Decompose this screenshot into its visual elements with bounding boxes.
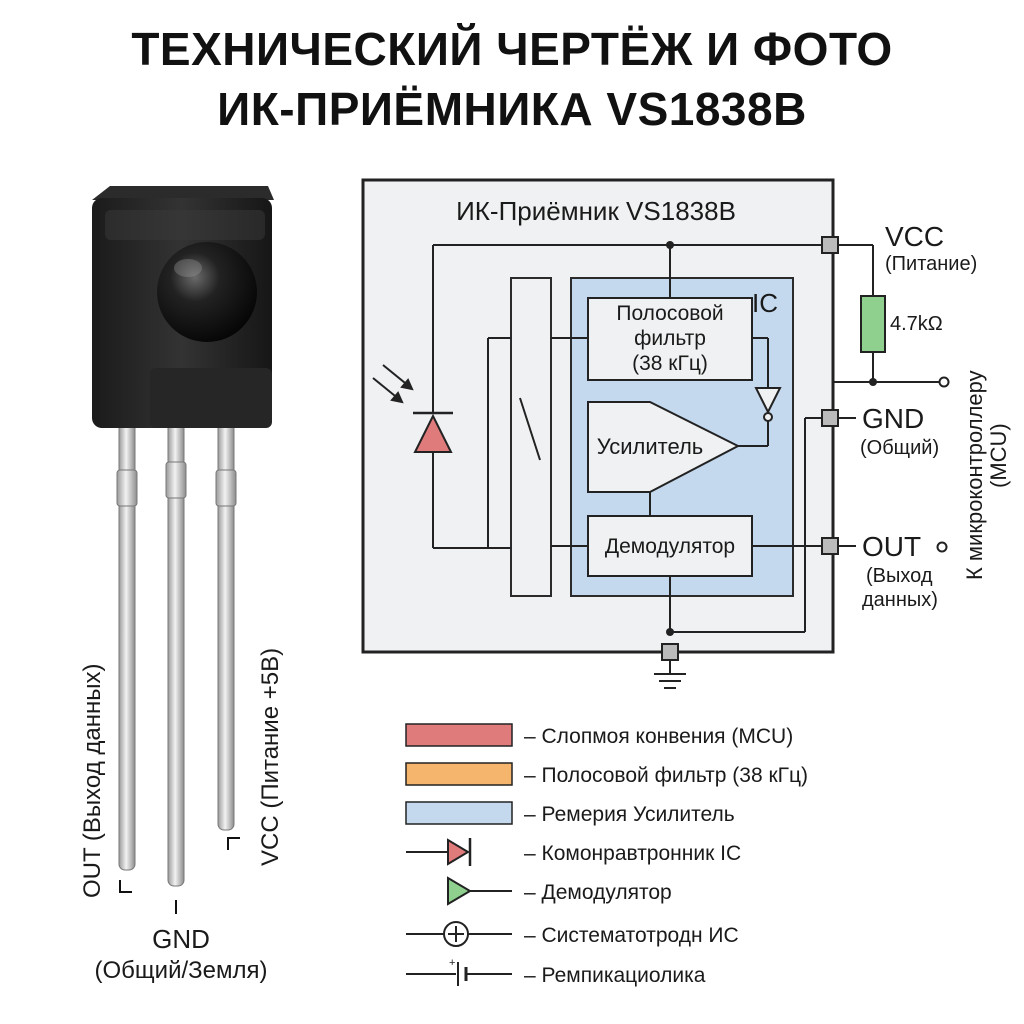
legend-text-0: – Слопмоя конвения (MCU): [524, 725, 793, 748]
component-photo: [92, 186, 274, 887]
module-title: ИК-Приёмник VS1838B: [456, 196, 736, 226]
legend-swatch-red: [405, 723, 513, 747]
pin-gnd-label: GND: [152, 924, 210, 954]
pin-out-label: OUT (Выход данных): [79, 664, 106, 898]
legend-battery-icon: +: [406, 957, 512, 986]
mcu-label-1: К микроконтроллеру: [962, 370, 987, 580]
legend-swatch-orange: [405, 762, 513, 786]
pin-vcc-label: VCC (Питание +5В): [257, 648, 284, 866]
legend-text-2: – Ремерия Усилитель: [524, 803, 735, 826]
gnd-sub: (Общий): [860, 437, 939, 459]
ground-icon: [654, 673, 686, 689]
demodulator-block: [587, 515, 753, 577]
legend-text-1: – Полосовой фильтр (38 кГц): [524, 764, 808, 787]
resistor-label: 4.7kΩ: [890, 313, 943, 335]
amplifier-label: Усилитель: [597, 434, 704, 459]
ir-lens: [157, 242, 257, 342]
legend-triangle-icon: [447, 876, 512, 906]
legend-text-6: – Ремпикациолика: [524, 964, 706, 987]
photo-labels: OUT (Выход данных) VCC (Питание +5В) GND…: [79, 648, 284, 984]
amplifier-block: [587, 401, 741, 493]
mcu-label-2: (MCU): [986, 423, 1011, 488]
legend: + – Слопмоя конвения (MCU) – Полосовой ф…: [405, 723, 808, 987]
light-arrows-icon: [372, 364, 414, 404]
legend-text-3: – Комонравтронник IC: [524, 842, 741, 865]
demodulator-label: Демодулятор: [605, 535, 735, 558]
title-line-2: ИК-ПРИЁМНИКА VS1838B: [217, 83, 807, 135]
photodiode-icon: [413, 413, 453, 453]
legend-diode-icon: [406, 838, 472, 866]
ic-label: IC: [752, 288, 778, 318]
svg-text:+: +: [449, 957, 455, 969]
out-sub-1: (Выход: [866, 565, 933, 587]
title-line-1: ТЕХНИЧЕСКИЙ ЧЕРТЁЖ И ФОТО: [131, 23, 893, 75]
vcc-sub: (Питание): [885, 253, 977, 275]
bandpass-filter-block: [587, 297, 753, 381]
out-sub-2: данных): [862, 589, 938, 611]
vcc-pin-node: [821, 236, 839, 254]
legend-text-5: – Систематотродн ИС: [524, 924, 739, 947]
ground-pin-node: [661, 643, 679, 661]
schematic: ИК-Приёмник VS1838B IC Полосовой ф: [361, 178, 1011, 689]
bandpass-line-3: (38 кГц): [632, 352, 708, 375]
gnd-pin-node: [821, 409, 839, 427]
out-terminal: [936, 541, 948, 553]
bandpass-line-2: фильтр: [634, 327, 706, 350]
out-label: OUT: [862, 531, 921, 562]
pullup-resistor: [860, 295, 886, 353]
buffer-triangle-icon: [754, 387, 782, 415]
vcc-label: VCC: [885, 221, 944, 252]
gnd-label: GND: [862, 403, 924, 434]
bandpass-line-1: Полосовой: [616, 302, 723, 325]
mcu-terminal: [938, 376, 950, 388]
legend-swatch-blue: [405, 801, 513, 825]
legend-text-4: – Демодулятор: [524, 881, 672, 904]
legend-plus-circle-icon: [406, 921, 512, 947]
agc-block: [510, 277, 552, 597]
pin-gnd-sub: (Общий/Земля): [95, 957, 268, 984]
out-pin-node: [821, 537, 839, 555]
